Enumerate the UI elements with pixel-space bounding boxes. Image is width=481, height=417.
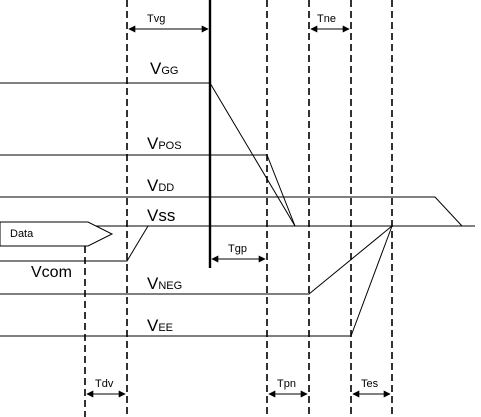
- tdv-label: Tdv: [95, 378, 114, 390]
- vneg-waveform: [0, 225, 393, 295]
- vneg-label: VNEG: [147, 274, 182, 293]
- tvg-label: Tvg: [147, 13, 165, 25]
- vcom-label: Vcom: [31, 264, 72, 281]
- tpn-label: Tpn: [277, 378, 296, 390]
- vee-label: VEE: [147, 316, 173, 335]
- vcom-waveform: [0, 225, 149, 262]
- time-markers: [84, 0, 393, 417]
- vee-waveform: [0, 225, 393, 337]
- vpos-waveform: [0, 154, 296, 227]
- tgp-label: Tgp: [228, 243, 247, 255]
- waveforms: [0, 82, 475, 337]
- vpos-label: VPOS: [147, 134, 182, 153]
- tne-label: Tne: [317, 13, 336, 25]
- vgg-label: VGG: [150, 59, 178, 78]
- data-label: Data: [10, 228, 34, 240]
- interval-arrows: [86, 25, 391, 398]
- vdd-label: VDD: [147, 176, 174, 195]
- tes-label: Tes: [361, 378, 379, 390]
- data-bus-shape: [0, 221, 114, 247]
- vdd-waveform: [0, 196, 463, 227]
- vss-label: Vss: [147, 206, 175, 225]
- vgg-waveform: [0, 82, 296, 227]
